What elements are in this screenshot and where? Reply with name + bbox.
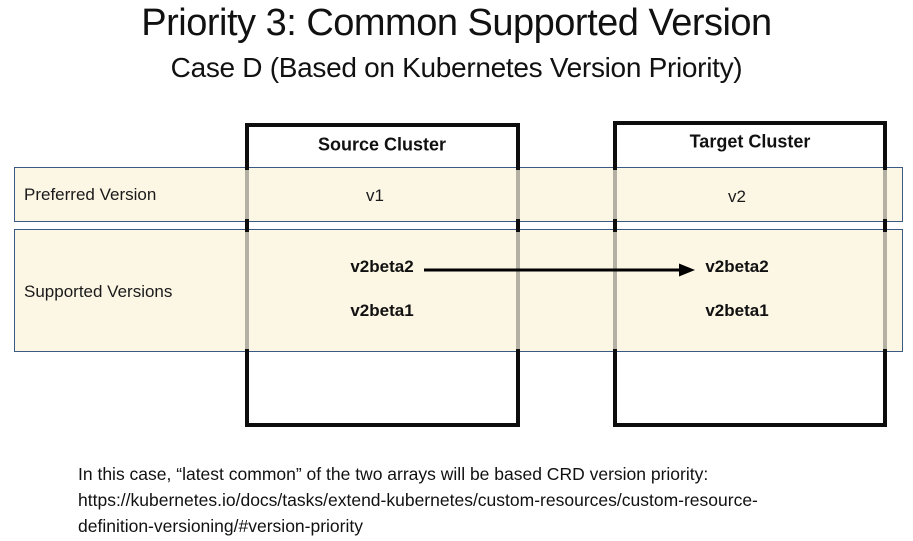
footer-note-url-line-1: https://kubernetes.io/docs/tasks/extend-… xyxy=(78,490,758,510)
source-cluster-header: Source Cluster xyxy=(317,134,447,155)
source-supported-version-v2beta1: v2beta1 xyxy=(350,301,414,320)
target-cluster-header: Target Cluster xyxy=(689,131,811,152)
footer-note-url-line-2: definition-versioning/#version-priority xyxy=(78,516,363,536)
target-supported-version-v2beta2: v2beta2 xyxy=(705,257,769,276)
page-subtitle: Case D (Based on Kubernetes Version Prio… xyxy=(170,52,743,83)
target-preferred-version: v2 xyxy=(728,187,746,206)
page-title: Priority 3: Common Supported Version xyxy=(141,2,772,44)
supported-row-overlay xyxy=(17,232,900,349)
footer-note-line-1: In this case, “latest common” of the two… xyxy=(78,464,709,484)
preferred-row-overlay xyxy=(17,170,900,219)
source-supported-version-v2beta2: v2beta2 xyxy=(350,257,414,276)
footer-note: In this case, “latest common” of the two… xyxy=(78,461,868,539)
target-supported-version-v2beta1: v2beta1 xyxy=(705,301,769,320)
preferred-version-label: Preferred Version xyxy=(24,185,157,204)
supported-versions-label: Supported Versions xyxy=(24,282,173,301)
source-preferred-version: v1 xyxy=(366,186,384,205)
version-mapping-arrow xyxy=(424,263,695,277)
